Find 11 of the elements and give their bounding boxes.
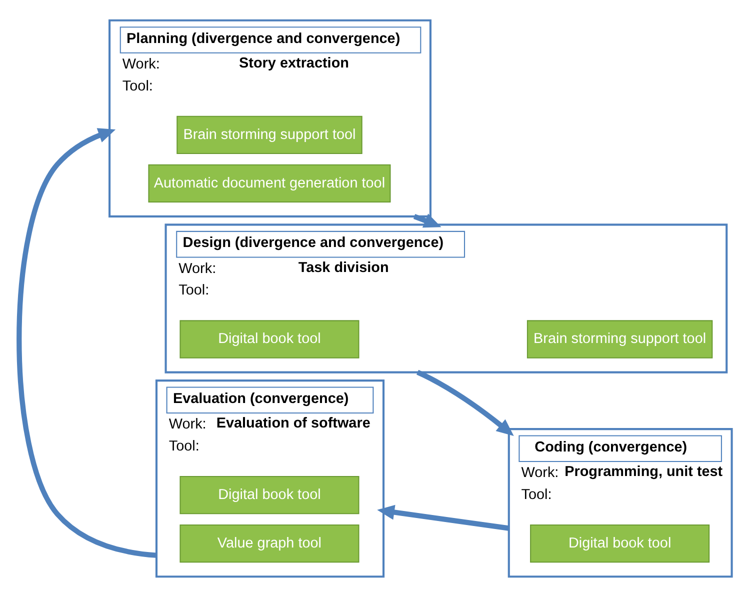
node-box: Digital book tool (180, 476, 360, 514)
node-box: Brain storming support tool (176, 116, 362, 154)
node-box: Digital book tool (530, 524, 710, 563)
arrow (416, 370, 514, 436)
node-box: Value graph tool (180, 524, 360, 563)
node-box: Brain storming support tool (526, 320, 713, 358)
arrow (413, 214, 442, 228)
arrow (377, 504, 510, 531)
node-box: Automatic document generation tool (148, 164, 391, 203)
arrow (16, 128, 157, 558)
node-box: Digital book tool (180, 320, 360, 358)
